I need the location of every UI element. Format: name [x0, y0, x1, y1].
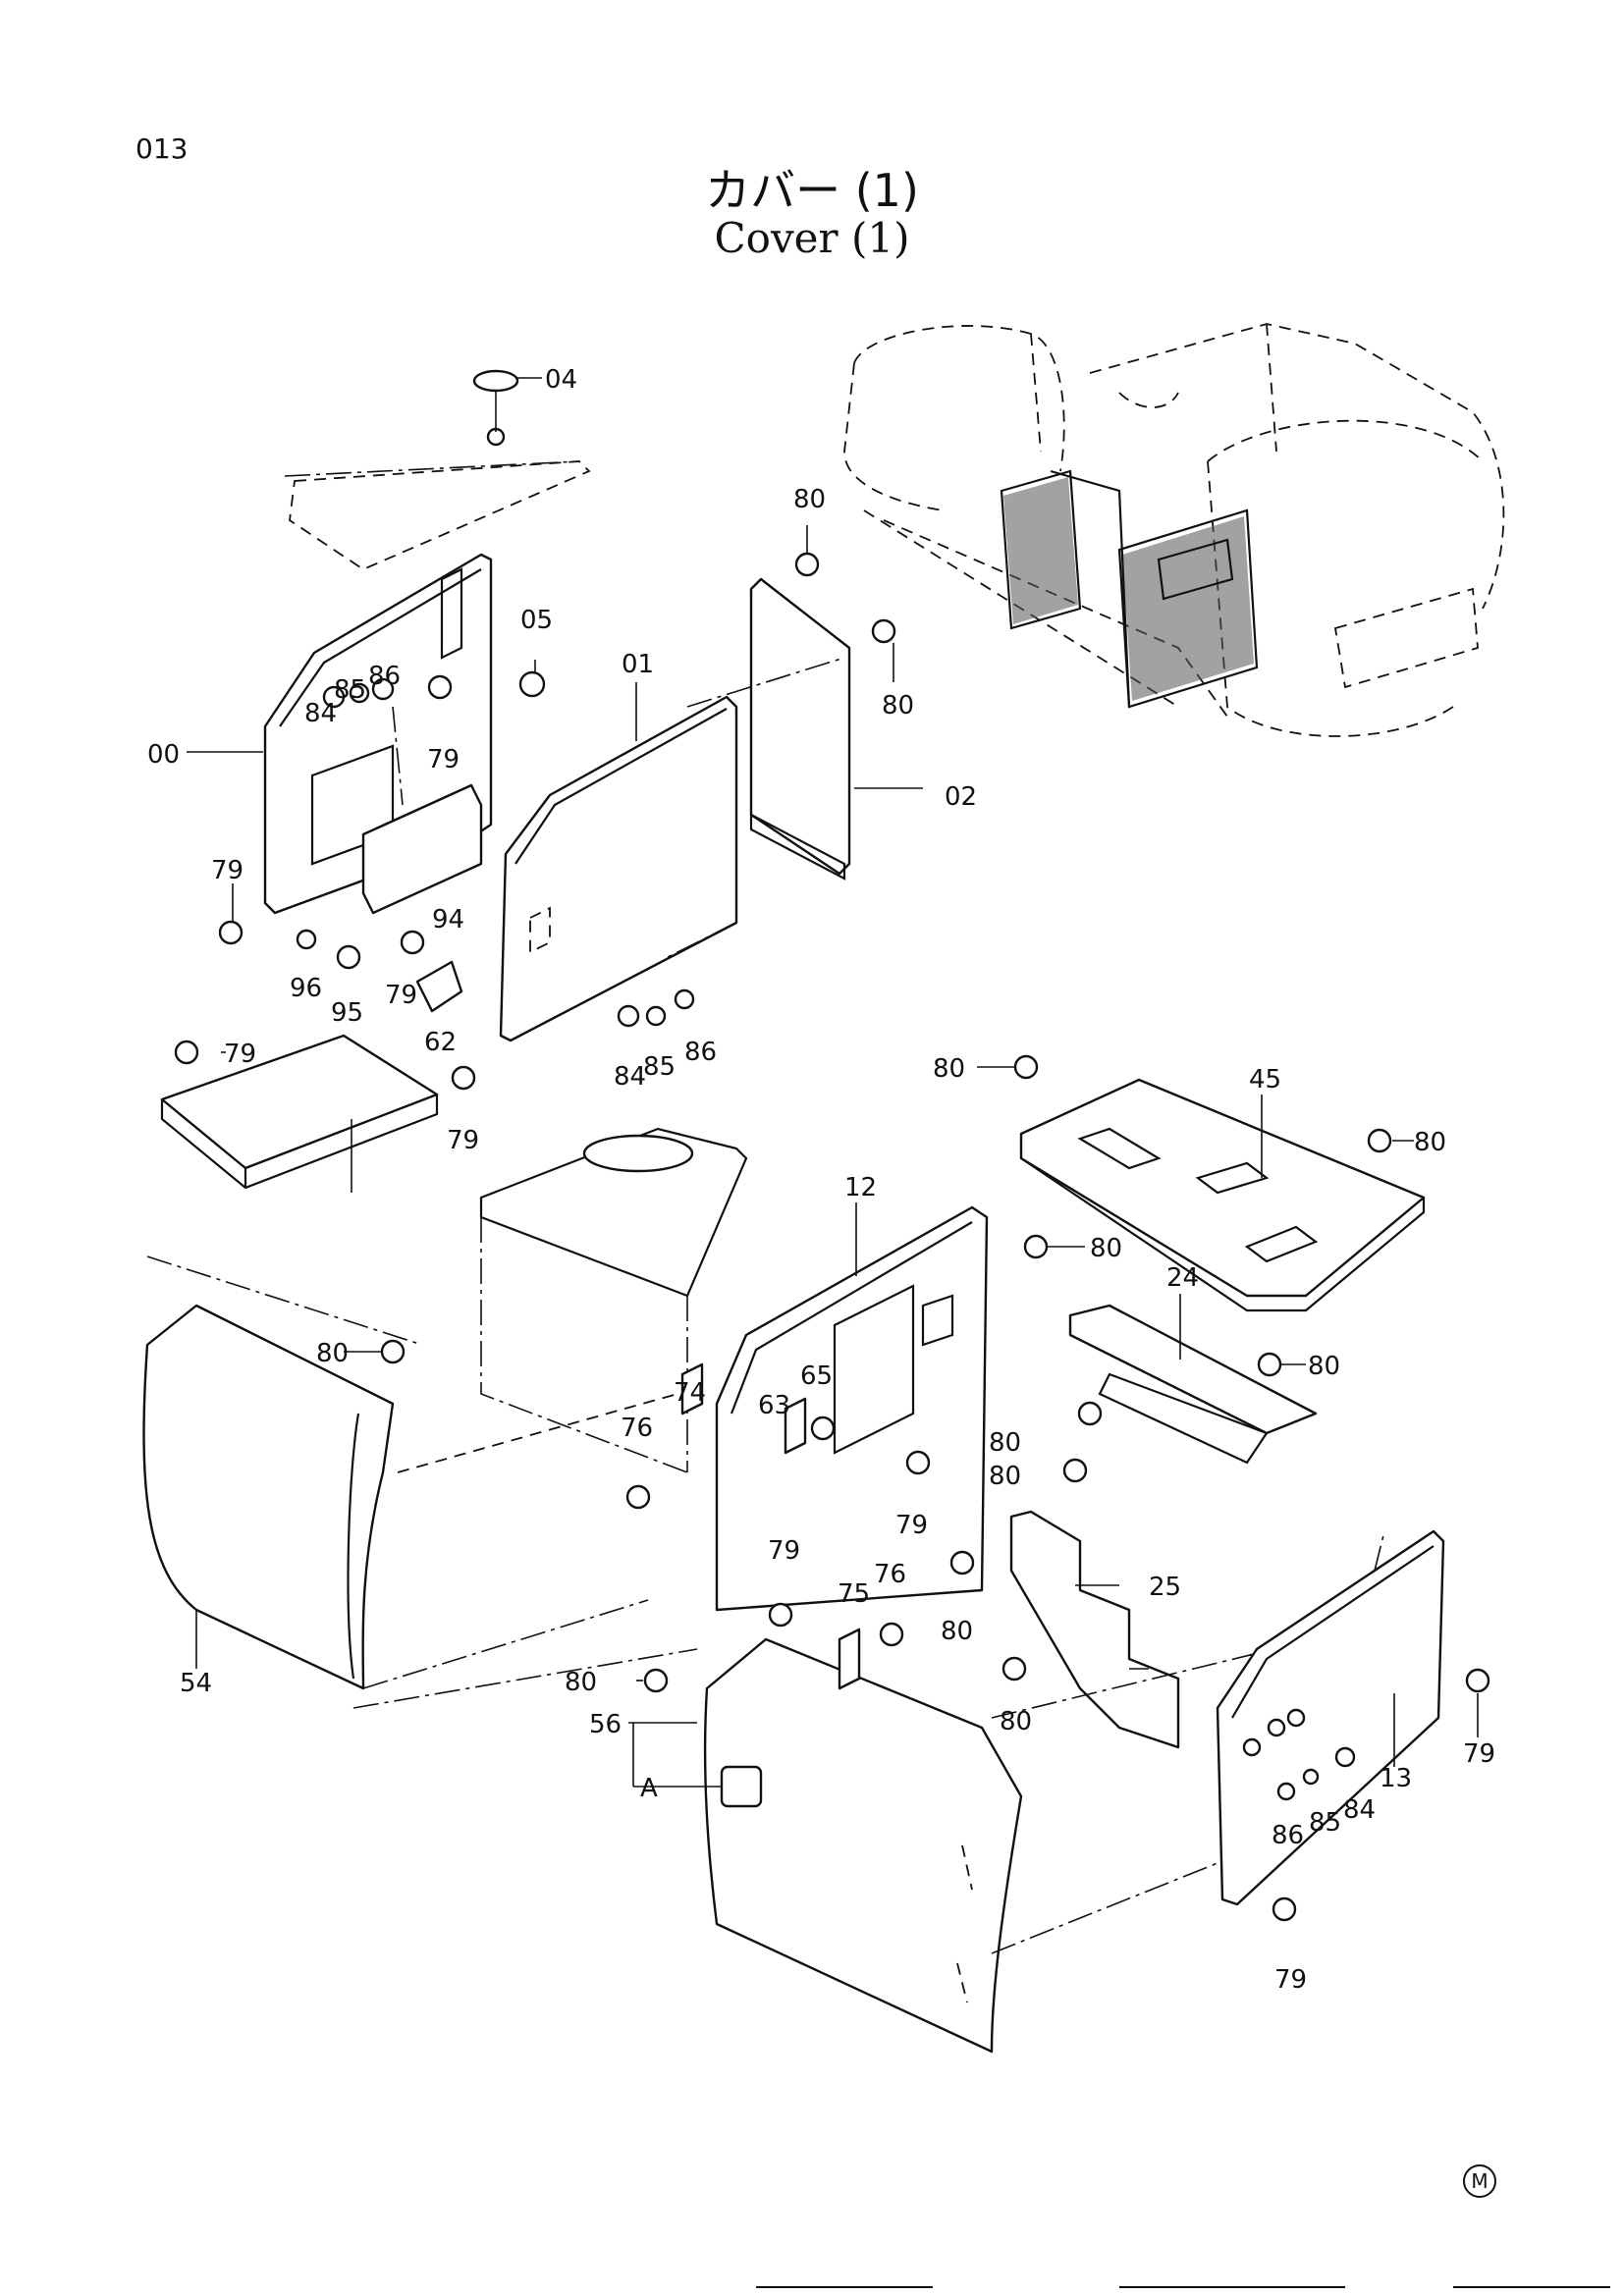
- callout-45: 45: [1249, 1065, 1281, 1095]
- bolts-group: [174, 552, 1490, 1922]
- excavator-overview-illustration: [843, 323, 1505, 737]
- callout-79: 79: [768, 1536, 800, 1566]
- washer-85-part: [349, 682, 370, 704]
- nut-84-part: [1334, 1746, 1356, 1768]
- callout-A: A: [640, 1774, 658, 1803]
- title-japanese: カバー (1): [705, 164, 919, 217]
- callout-86: 86: [684, 1038, 717, 1067]
- callout-labels: 04 80 80 02 05 01 86 85 84 79 00 79 94 9…: [147, 365, 1495, 1995]
- callout-86: 86: [1272, 1821, 1304, 1850]
- part-02-panel: [686, 577, 851, 881]
- callout-76: 76: [621, 1414, 653, 1443]
- part-03-tray: [160, 1034, 439, 1190]
- callout-80: 80: [933, 1054, 965, 1084]
- part-24-bracket: [1068, 1304, 1318, 1465]
- door-lock-A-part: [720, 1765, 763, 1808]
- callout-85: 85: [1309, 1808, 1341, 1838]
- callout-79: 79: [895, 1511, 928, 1540]
- callout-94: 94: [432, 905, 464, 934]
- part-56-door: [703, 1629, 1356, 2054]
- callout-95: 95: [331, 998, 363, 1028]
- callout-79: 79: [385, 981, 417, 1010]
- callout-85: 85: [334, 675, 366, 705]
- callout-86: 86: [368, 662, 401, 691]
- page-number: 013: [135, 133, 189, 165]
- callout-80: 80: [941, 1617, 973, 1646]
- callout-79: 79: [224, 1040, 256, 1069]
- title-english: Cover (1): [714, 214, 910, 262]
- callout-80: 80: [1090, 1234, 1122, 1263]
- washer-86-part: [1276, 1782, 1296, 1801]
- part-25-bracket: [1009, 1510, 1180, 1749]
- part-01-panel: [499, 695, 738, 1042]
- callout-65: 65: [800, 1362, 833, 1391]
- callout-79: 79: [447, 1126, 479, 1155]
- callout-79: 79: [1463, 1739, 1495, 1769]
- callout-62: 62: [424, 1028, 457, 1057]
- part-top-plate: [284, 369, 591, 571]
- callout-04: 04: [545, 365, 577, 395]
- callout-00: 00: [147, 740, 180, 770]
- leader-lines: [187, 377, 1479, 1788]
- part-12-bracket: [715, 1205, 989, 1612]
- callout-79: 79: [427, 745, 460, 774]
- callout-96: 96: [290, 974, 322, 1003]
- callout-54: 54: [180, 1669, 212, 1698]
- callout-80: 80: [989, 1428, 1021, 1458]
- washer-85-part: [1302, 1768, 1320, 1786]
- part-tank-outline: [479, 1127, 748, 1473]
- callout-80: 80: [989, 1462, 1021, 1491]
- callout-75: 75: [838, 1579, 870, 1609]
- plate-94-part: [361, 783, 483, 915]
- callout-02: 02: [945, 782, 977, 812]
- callout-80: 80: [793, 485, 826, 514]
- cap-04-part: [472, 369, 519, 393]
- callout-80: 80: [1000, 1707, 1032, 1736]
- callout-25: 25: [1149, 1573, 1181, 1602]
- callout-63: 63: [758, 1391, 790, 1420]
- callout-80: 80: [1414, 1128, 1446, 1157]
- part-13-panel: [1216, 1529, 1445, 1906]
- callout-80: 80: [882, 691, 914, 721]
- part-54-cover: [142, 1255, 698, 1709]
- part-45-plate: [1019, 1078, 1426, 1312]
- washer-86-part: [371, 677, 395, 701]
- callout-80: 80: [1308, 1352, 1340, 1381]
- callout-84: 84: [304, 699, 337, 728]
- callout-56: 56: [589, 1710, 622, 1739]
- callout-13: 13: [1380, 1764, 1412, 1793]
- callout-85: 85: [643, 1052, 676, 1082]
- part-00-frame: [263, 553, 493, 915]
- callout-01: 01: [622, 650, 654, 679]
- callout-80: 80: [316, 1339, 349, 1368]
- callout-84: 84: [614, 1062, 646, 1092]
- callout-84: 84: [1343, 1795, 1376, 1825]
- nut-84-part: [322, 685, 346, 709]
- callout-80: 80: [565, 1668, 597, 1697]
- callout-24: 24: [1166, 1263, 1199, 1293]
- callout-79: 79: [211, 856, 244, 885]
- callout-76: 76: [874, 1560, 906, 1589]
- callout-74: 74: [674, 1378, 706, 1408]
- callout-12: 12: [844, 1173, 877, 1202]
- callout-05: 05: [520, 606, 553, 635]
- manufacturer-mark: M: [1463, 2164, 1496, 2198]
- callout-79: 79: [1274, 1965, 1307, 1995]
